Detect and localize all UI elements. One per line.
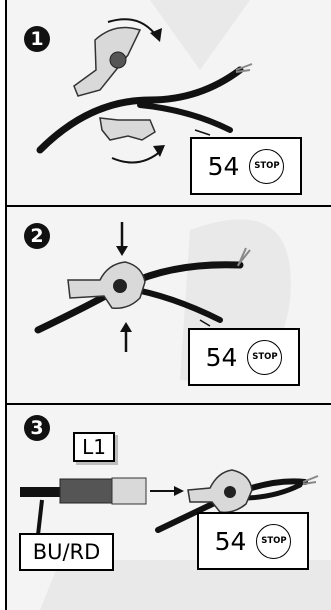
step-2-blade — [113, 279, 127, 293]
step-2-arrow-down-head — [116, 246, 128, 256]
step-3-terminal-dark — [60, 479, 115, 503]
step-3-connector — [188, 470, 252, 512]
step-3-label-lead — [38, 500, 42, 535]
step-3-code: 54 — [215, 527, 247, 556]
step-2-code-box: 54 STOP — [188, 328, 300, 386]
component-label-l1: L1 — [73, 432, 115, 462]
step-3-number: 3 — [24, 415, 50, 441]
step-2-code: 54 — [206, 343, 238, 372]
step-1-connector-top — [74, 28, 140, 96]
step-1-blade — [110, 52, 126, 68]
step-2-number: 2 — [24, 223, 50, 249]
step-3-insert-arrowhead — [174, 486, 184, 496]
step-3-code-box: 54 STOP — [197, 512, 309, 570]
step-1-number: 1 — [24, 26, 50, 52]
step-1-connector-bottom — [100, 118, 155, 140]
step-2-connector — [68, 262, 145, 308]
step-1-rotate-arrow-bottom — [112, 150, 162, 163]
wire-color-label: BU/RD — [19, 533, 114, 571]
step-1-pointer — [195, 130, 210, 135]
step-3-terminal-light — [112, 478, 146, 504]
step-2-stop-badge: STOP — [247, 340, 282, 375]
step-1-code: 54 — [208, 152, 240, 181]
step-2-arrow-up-head — [120, 322, 132, 332]
step-1-stop-badge: STOP — [249, 149, 284, 184]
step-3-stop-badge: STOP — [256, 524, 291, 559]
step-1-cable-branch — [140, 105, 230, 130]
step-1-code-box: 54 STOP — [190, 137, 302, 195]
step-3-blade — [224, 486, 236, 498]
